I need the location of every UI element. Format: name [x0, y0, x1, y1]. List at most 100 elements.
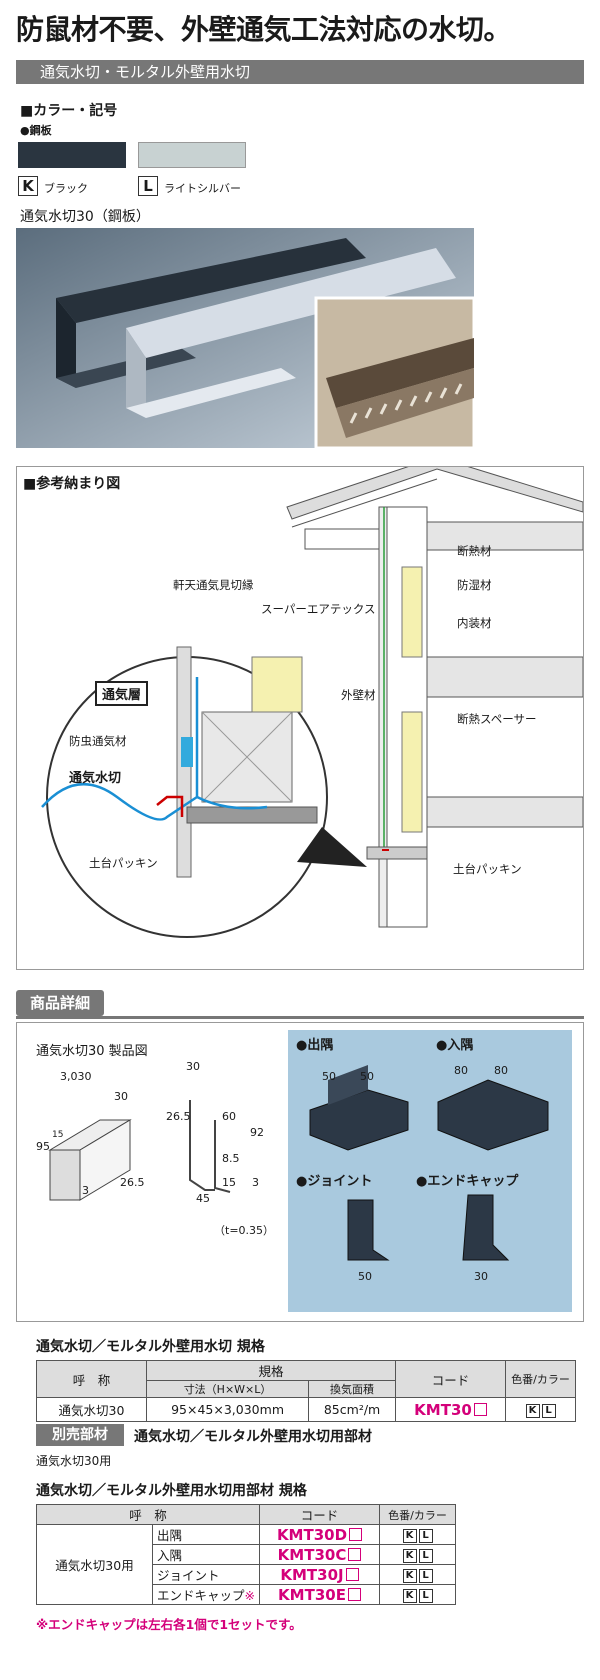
label-spacer: 断熱スペーサー [457, 712, 537, 726]
spec-code: KMT30 [414, 1400, 472, 1419]
label-nokiten: 軒天通気見切縁 [173, 578, 254, 592]
end-cap-label: ●エンドキャップ [416, 1174, 519, 1189]
spec-header-code: コード [395, 1360, 506, 1398]
product-photo [16, 228, 474, 448]
spec-header-name: 呼 称 [36, 1360, 147, 1398]
swatch-name-l: ライトシルバー [164, 182, 241, 195]
parts-cell-code-3: KMT30E [259, 1584, 380, 1605]
joint-label: ●ジョイント [296, 1174, 373, 1189]
parts-header-code: コード [259, 1504, 380, 1525]
page-headline: 防鼠材不要、外壁通気工法対応の水切。 [16, 13, 512, 46]
details-tag-rule [16, 1016, 584, 1019]
spec-cell-code: KMT30 [395, 1397, 506, 1422]
dim-profile-45: 45 [196, 1192, 210, 1205]
color-section-title: ■カラー・記号 [20, 103, 118, 119]
spec-table: 呼 称 規格 コード 色番/カラー 寸法（H×W×L） 換気面積 通気水切30 … [36, 1360, 576, 1422]
parts-header-name: 呼 称 [36, 1504, 260, 1525]
label-tsukisou: 通気層 [95, 681, 149, 706]
color-code-l: L [418, 1529, 433, 1543]
color-code-k: K [402, 1589, 417, 1603]
label-boushitsu: 防湿材 [457, 578, 492, 592]
parts-name-3-text: エンドキャップ [157, 1588, 245, 1603]
color-code-k: K [402, 1549, 417, 1563]
color-placeholder-box [345, 1567, 359, 1581]
dim-depth: 26.5 [120, 1176, 145, 1189]
color-code-k: K [525, 1404, 540, 1418]
parts-name-3: エンドキャップ※ [152, 1584, 260, 1605]
drawing-title: 通気水切30 製品図 [36, 1044, 148, 1059]
label-gaiheki: 外壁材 [341, 688, 376, 702]
dim-15: 15 [52, 1130, 64, 1140]
end-cap-dim: 30 [474, 1270, 488, 1283]
parts-cell-code-0: KMT30D [259, 1524, 380, 1545]
dim-height: 95 [36, 1140, 50, 1153]
spec-cell-area: 85cm²/m [308, 1397, 396, 1422]
color-placeholder-box [347, 1587, 361, 1601]
dim-profile-60: 60 [222, 1110, 236, 1123]
dim-profile-92: 92 [250, 1126, 264, 1139]
sold-separately-tag: 別売部材 [36, 1424, 124, 1446]
parts-name-0: 出隅 [152, 1524, 260, 1545]
material-label: ●鋼板 [20, 124, 52, 137]
label-dannetsu: 断熱材 [457, 544, 492, 558]
parts-cell-code-2: KMT30J [259, 1564, 380, 1585]
sold-separately-sub: 通気水切30用 [36, 1454, 112, 1468]
swatch-code-l: L [138, 176, 158, 196]
corner-inner-label: ●入隅 [436, 1038, 474, 1053]
swatch-code-k: K [18, 176, 38, 196]
label-boutyu: 防虫通気材 [69, 734, 127, 748]
details-box [16, 1022, 584, 1322]
parts-table-title: 通気水切／モルタル外壁用水切用部材 規格 [36, 1483, 307, 1499]
color-placeholder-box [473, 1402, 487, 1416]
dim-top: 30 [114, 1090, 128, 1103]
color-code-k: K [402, 1569, 417, 1583]
corner-inner-dim2: 80 [494, 1064, 508, 1077]
parts-cell-code-1: KMT30C [259, 1544, 380, 1565]
spec-cell-size: 95×45×3,030mm [145, 1397, 310, 1422]
spec-cell-name: 通気水切30 [36, 1397, 147, 1422]
label-dodai-left: 土台パッキン [89, 856, 158, 870]
parts-code-3: KMT30E [278, 1585, 346, 1604]
parts-name-1: 入隅 [152, 1544, 260, 1565]
label-mizukiri: 通気水切 [69, 771, 122, 786]
spec-header-color: 色番/カラー [505, 1360, 576, 1398]
spec-header-area: 換気面積 [308, 1380, 396, 1398]
product-photo-title: 通気水切30（鋼板） [20, 209, 150, 225]
diagram-title: ■参考納まり図 [23, 476, 121, 492]
parts-code-0: KMT30D [276, 1525, 348, 1544]
spec-header-spec: 規格 [146, 1360, 396, 1381]
details-tag: 商品詳細 [16, 990, 104, 1016]
dim-length: 3,030 [60, 1070, 92, 1083]
subtitle-bar: 通気水切・モルタル外壁用水切 [16, 60, 584, 84]
parts-code-1: KMT30C [277, 1545, 347, 1564]
dim-profile-15: 15 [222, 1176, 236, 1189]
parts-code-2: KMT30J [280, 1565, 344, 1584]
label-naisou: 内装材 [457, 616, 492, 630]
color-placeholder-box [348, 1547, 362, 1561]
swatch-name-k: ブラック [44, 182, 88, 195]
end-cap-note: ※エンドキャップは左右各1個で1セットです。 [36, 1617, 302, 1632]
spec-header-size: 寸法（H×W×L） [145, 1380, 310, 1398]
color-code-l: L [418, 1589, 433, 1603]
parts-group: 通気水切30用 [36, 1524, 153, 1605]
thickness-note: （t=0.35） [214, 1224, 275, 1237]
dim-profile-26: 26.5 [166, 1110, 191, 1123]
swatch-light-silver [138, 142, 246, 168]
color-code-l: L [541, 1404, 556, 1418]
reference-diagram: ■参考納まり図 軒天通気見切縁 スーパーエアテックス 外壁材 断熱材 防湿材 内… [16, 466, 584, 970]
sold-separately-title: 通気水切／モルタル外壁用水切用部材 [134, 1429, 372, 1445]
parts-name-2: ジョイント [152, 1564, 260, 1585]
color-placeholder-box [349, 1527, 363, 1541]
dim-profile-3: 3 [252, 1176, 259, 1189]
product-drawing [48, 1100, 231, 1201]
parts-header-color: 色番/カラー [379, 1504, 456, 1525]
